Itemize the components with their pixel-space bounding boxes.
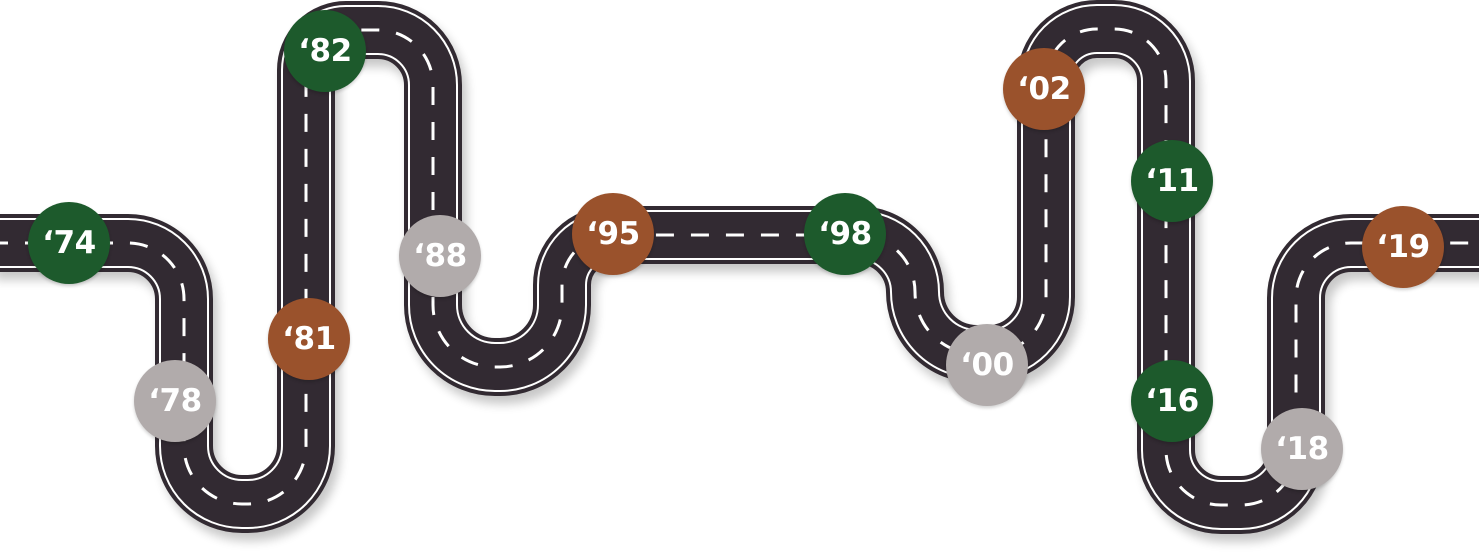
milestone-label: ‘16 — [1145, 383, 1199, 419]
milestone-label: ‘19 — [1376, 229, 1430, 265]
milestone-label: ‘82 — [298, 33, 352, 69]
milestone-95[interactable]: ‘95 — [572, 193, 654, 275]
milestone-label: ‘95 — [586, 216, 640, 252]
milestone-label: ‘00 — [960, 347, 1014, 383]
road-center-dashes — [0, 27, 1479, 507]
milestone-78[interactable]: ‘78 — [134, 360, 216, 442]
milestone-label: ‘74 — [42, 225, 96, 261]
milestone-label: ‘81 — [282, 321, 336, 357]
milestone-81[interactable]: ‘81 — [268, 298, 350, 380]
milestone-74[interactable]: ‘74 — [28, 202, 110, 284]
milestone-02[interactable]: ‘02 — [1003, 48, 1085, 130]
milestone-00[interactable]: ‘00 — [946, 324, 1028, 406]
milestone-label: ‘78 — [148, 383, 202, 419]
milestone-16[interactable]: ‘16 — [1131, 360, 1213, 442]
milestone-label: ‘02 — [1017, 71, 1071, 107]
milestone-98[interactable]: ‘98 — [804, 193, 886, 275]
milestone-label: ‘88 — [413, 238, 467, 274]
road-lane — [0, 6, 1479, 528]
milestone-18[interactable]: ‘18 — [1261, 408, 1343, 490]
milestone-19[interactable]: ‘19 — [1362, 206, 1444, 288]
milestone-label: ‘11 — [1145, 163, 1199, 199]
milestone-82[interactable]: ‘82 — [284, 10, 366, 92]
milestone-88[interactable]: ‘88 — [399, 215, 481, 297]
milestone-label: ‘18 — [1275, 431, 1329, 467]
milestone-11[interactable]: ‘11 — [1131, 140, 1213, 222]
road-edge-lines — [0, 4, 1479, 530]
milestone-label: ‘98 — [818, 216, 872, 252]
road-group — [0, 0, 1479, 534]
road-surface — [0, 0, 1479, 534]
